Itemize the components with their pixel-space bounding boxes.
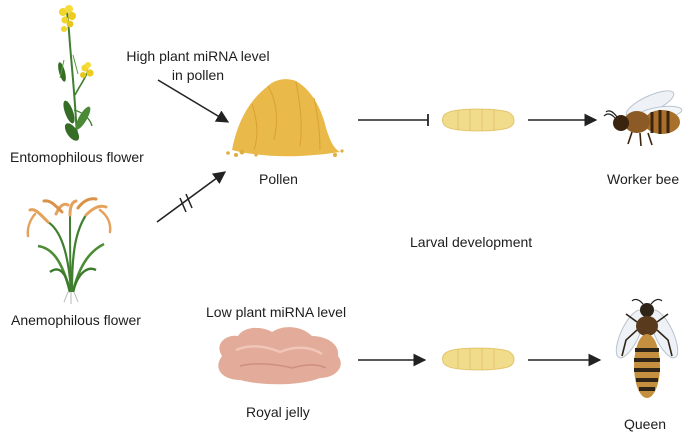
worker-bee-icon [603, 90, 683, 147]
larva-icon-bottom [442, 347, 515, 371]
pollen-pile-icon [226, 79, 344, 157]
anemophilous-flower-icon [26, 197, 112, 304]
royal-jelly-label: Royal jelly [246, 404, 310, 420]
break-mark-1 [179, 197, 187, 213]
larval-development-label: Larval development [410, 234, 533, 250]
anemophilous-label: Anemophilous flower [11, 312, 141, 328]
larva-icon-top [442, 108, 515, 132]
worker-bee-label: Worker bee [607, 171, 680, 187]
pollen-label: Pollen [259, 171, 298, 187]
high-mirna-label: High plant miRNA level in pollen [108, 48, 288, 83]
queen-bee-icon [615, 298, 679, 398]
entomophilous-label: Entomophilous flower [10, 149, 144, 165]
high-mirna-line2: in pollen [171, 67, 225, 83]
entomophilous-flower-icon [58, 5, 94, 141]
high-mirna-line1: High plant miRNA level [126, 48, 270, 64]
queen-label: Queen [624, 416, 667, 432]
royal-jelly-icon [218, 327, 341, 385]
low-mirna-label: Low plant miRNA level [206, 304, 347, 320]
arrow-anemophilous-to-pollen [156, 171, 227, 223]
arrow-entomophilous-to-pollen [157, 79, 230, 123]
break-mark-2 [185, 193, 193, 209]
